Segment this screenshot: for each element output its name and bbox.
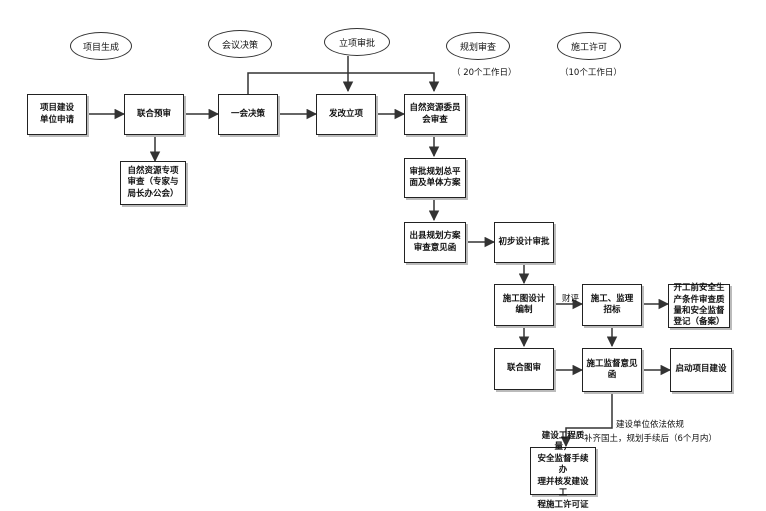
- node-label: 施工监督意见 函: [586, 358, 638, 380]
- stage-label: 施工许可: [570, 42, 607, 53]
- node-resource-committee: 自然资源委员 会审查: [404, 94, 466, 135]
- node-meeting-decision: 一会决策: [218, 94, 278, 135]
- edge-n14-n16: [560, 392, 613, 448]
- node-label: 施工图设计 编制: [502, 293, 546, 315]
- node-start-construction: 启动项目建设: [670, 348, 732, 392]
- stage-project-generation: 项目生成: [70, 32, 132, 60]
- node-tender: 施工、监理 招标: [582, 284, 642, 326]
- node-unit-application: 项目建设 单位申请: [27, 94, 87, 135]
- stage-planning-review: 规划审查: [446, 32, 510, 60]
- node-plan-approval: 审批规划总平 面及单体方案: [404, 158, 466, 198]
- stage-project-approval: 立项审批: [324, 28, 390, 56]
- node-safety-registration: 开工前安全生 产条件审查质 量和安全监督 登记（备案）: [668, 283, 730, 328]
- node-reform-approval: 发改立项: [316, 94, 376, 135]
- edge-label-six-months: 补齐国土，规划手续后（6个月内）: [584, 434, 717, 444]
- edge-n3-bracket: [247, 72, 440, 94]
- node-label: 项目建设 单位申请: [39, 103, 74, 125]
- node-label: 自然资源专项 审查（专家与 局长办公会）: [127, 165, 179, 199]
- stage-label: 会议决策: [221, 40, 258, 51]
- node-label: 联合预审: [136, 108, 171, 119]
- node-construction-permit: 建设工程质量， 安全监督手续办 理并核发建设工 程施工许可证: [530, 431, 596, 510]
- stage-note-planning: （ 20个工作日）: [452, 68, 517, 78]
- stage-note-permit: （10个工作日）: [560, 68, 622, 78]
- node-plan-opinion: 出县规划方案 审查意见函: [404, 222, 466, 263]
- node-joint-drawing-review: 联合图审: [494, 348, 554, 390]
- node-label: 施工、监理 招标: [590, 293, 634, 315]
- node-label: 发改立项: [328, 108, 363, 119]
- stage-label: 规划审查: [459, 42, 496, 53]
- stage-label: 立项审批: [338, 38, 375, 49]
- node-label: 出县规划方案 审查意见函: [409, 231, 461, 253]
- node-label: 审批规划总平 面及单体方案: [409, 166, 461, 188]
- node-resource-special-review: 自然资源专项 审查（专家与 局长办公会）: [120, 161, 186, 205]
- node-label: 一会决策: [230, 108, 265, 119]
- node-label: 联合图审: [506, 363, 541, 374]
- node-label: 初步设计审批: [498, 236, 550, 247]
- node-label: 开工前安全生 产条件审查质 量和安全监督 登记（备案）: [673, 283, 725, 328]
- node-preliminary-design: 初步设计审批: [494, 222, 554, 263]
- node-label: 自然资源委员 会审查: [409, 103, 461, 125]
- stage-meeting-decision: 会议决策: [208, 30, 272, 58]
- stage-construction-permit: 施工许可: [557, 32, 621, 60]
- node-joint-pre-review: 联合预审: [124, 94, 184, 135]
- node-supervision-opinion: 施工监督意见 函: [582, 348, 642, 392]
- edge-label-financial-review: 财评: [562, 294, 580, 304]
- stage-label: 项目生成: [82, 42, 119, 53]
- node-construction-drawing: 施工图设计 编制: [494, 284, 554, 326]
- edge-label-legal-compliance: 建设单位依法依规: [616, 420, 685, 430]
- node-label: 启动项目建设: [675, 364, 727, 375]
